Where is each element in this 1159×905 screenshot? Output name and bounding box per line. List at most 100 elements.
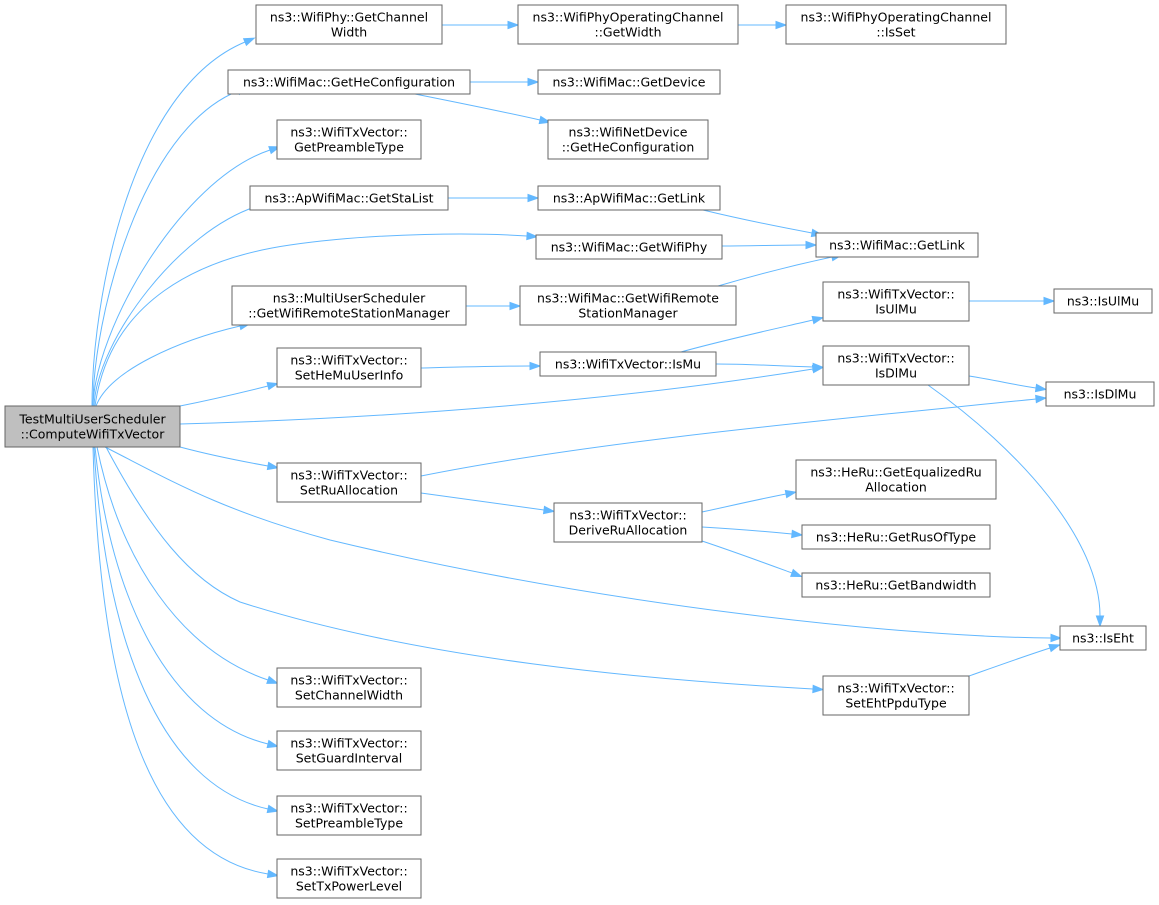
function-node[interactable]: ns3::MultiUserScheduler::GetWifiRemoteSt… (231, 285, 467, 326)
edge-arrowhead (542, 505, 556, 515)
function-node[interactable]: ns3::WifiTxVector::SetTxPowerLevel (276, 858, 422, 899)
node-box[interactable] (276, 667, 422, 708)
function-node[interactable]: ns3::WifiNetDevice::GetHeConfiguration (547, 119, 709, 160)
edge-n4-to-n6 (414, 93, 552, 125)
edge-root-to-n7 (92, 146, 281, 407)
edge-line (420, 398, 1037, 477)
node-label-line: ns3::HeRu::GetBandwidth (815, 578, 976, 593)
node-box[interactable] (1059, 625, 1147, 651)
node-box[interactable] (795, 459, 997, 500)
function-node[interactable]: ns3::WifiTxVector::SetChannelWidth (276, 667, 422, 708)
function-node[interactable]: ns3::IsEht (1059, 625, 1147, 651)
node-box[interactable] (4, 405, 181, 448)
node-box[interactable] (276, 858, 422, 899)
node-box[interactable] (227, 69, 471, 95)
node-box[interactable] (537, 69, 721, 95)
node-box[interactable] (822, 345, 970, 386)
node-box[interactable] (539, 351, 717, 377)
edge-arrowhead (242, 37, 256, 47)
node-label-line: ns3::HeRu::GetEqualizedRu (810, 465, 981, 480)
function-node[interactable]: ns3::HeRu::GetBandwidth (801, 572, 991, 598)
function-node[interactable]: ns3::WifiMac::GetWifiPhy (535, 234, 723, 260)
edge-line (92, 149, 271, 407)
node-label-line: Width (331, 25, 367, 40)
node-box[interactable] (822, 281, 970, 322)
function-node[interactable]: ns3::WifiTxVector::SetHeMuUserInfo (276, 347, 422, 388)
function-node[interactable]: ns3::WifiTxVector::IsMu (539, 351, 717, 377)
root-node[interactable]: TestMultiUserScheduler::ComputeWifiTxVec… (4, 405, 181, 448)
node-box[interactable] (535, 234, 723, 260)
function-node[interactable]: ns3::WifiMac::GetHeConfiguration (227, 69, 471, 95)
function-node[interactable]: ns3::WifiTxVector::DeriveRuAllocation (553, 502, 703, 543)
function-node[interactable]: ns3::ApWifiMac::GetLink (537, 185, 721, 211)
edge-n20-to-n19 (420, 394, 1048, 477)
node-label-line: ::ComputeWifiTxVector (21, 427, 166, 442)
function-node[interactable]: ns3::WifiMac::GetDevice (537, 69, 721, 95)
edge-n27-to-n25 (968, 644, 1061, 677)
node-label-line: SetTxPowerLevel (296, 879, 402, 894)
node-box[interactable] (249, 185, 449, 211)
node-box[interactable] (537, 185, 721, 211)
function-node[interactable]: ns3::IsDlMu (1045, 381, 1155, 407)
node-label-line: ns3::WifiTxVector:: (290, 801, 407, 816)
edge-n18-to-n25 (927, 384, 1105, 628)
node-box[interactable] (517, 4, 739, 45)
edge-arrowhead (1034, 383, 1048, 393)
function-node[interactable]: ns3::HeRu::GetRusOfType (801, 524, 991, 550)
function-node[interactable]: ns3::WifiTxVector::IsUlMu (822, 281, 970, 322)
node-label-line: ns3::WifiMac::GetHeConfiguration (243, 75, 455, 90)
node-box[interactable] (255, 4, 443, 45)
node-box[interactable] (1053, 288, 1153, 314)
function-node[interactable]: ns3::WifiMac::GetWifiRemoteStationManage… (519, 285, 737, 326)
node-box[interactable] (231, 285, 467, 326)
node-box[interactable] (801, 572, 991, 598)
edge-root-to-n28 (94, 446, 280, 749)
node-box[interactable] (276, 795, 422, 836)
node-label-line: ::GetHeConfiguration (562, 140, 695, 155)
edge-arrowhead (266, 381, 280, 391)
node-box[interactable] (276, 462, 422, 503)
edge-n22-to-n24 (701, 540, 803, 577)
node-box[interactable] (785, 4, 1007, 45)
node-label-line: ns3::ApWifiMac::GetStaList (264, 191, 433, 206)
function-node[interactable]: ns3::WifiTxVector::SetPreambleType (276, 795, 422, 836)
function-node[interactable]: ns3::WifiTxVector::SetGuardInterval (276, 730, 422, 771)
edge-line (680, 319, 814, 353)
node-label-line: SetChannelWidth (295, 688, 403, 703)
node-box[interactable] (553, 502, 703, 543)
node-box[interactable] (801, 524, 991, 550)
node-box[interactable] (276, 119, 422, 160)
function-node[interactable]: ns3::IsUlMu (1053, 288, 1153, 314)
edge-line (94, 446, 269, 745)
function-node[interactable]: ns3::WifiPhyOperatingChannel::IsSet (785, 4, 1007, 45)
edge-line (94, 233, 528, 407)
node-box[interactable] (547, 119, 709, 160)
edge-line (104, 446, 1052, 639)
function-node[interactable]: ns3::WifiMac::GetLink (815, 232, 979, 258)
edge-n13-to-n10 (717, 252, 844, 287)
node-box[interactable] (822, 675, 970, 716)
edge-arrowhead (527, 77, 540, 87)
edge-n11-to-n10 (721, 240, 818, 250)
node-box[interactable] (815, 232, 979, 258)
function-node[interactable]: ns3::WifiTxVector::GetPreambleType (276, 119, 422, 160)
function-node[interactable]: ns3::WifiTxVector::IsDlMu (822, 345, 970, 386)
function-node[interactable]: ns3::ApWifiMac::GetStaList (249, 185, 449, 211)
edges-layer (91, 20, 1105, 879)
node-label-line: ns3::WifiNetDevice (569, 125, 688, 140)
node-box[interactable] (519, 285, 737, 326)
edge-arrowhead (1035, 394, 1048, 404)
function-node[interactable]: ns3::WifiPhyOperatingChannel::GetWidth (517, 4, 739, 45)
edge-root-to-n11 (94, 231, 539, 407)
node-box[interactable] (276, 730, 422, 771)
edge-arrowhead (538, 115, 552, 125)
node-box[interactable] (1045, 381, 1155, 407)
node-box[interactable] (276, 347, 422, 388)
function-node[interactable]: ns3::WifiTxVector::SetEhtPpduType (822, 675, 970, 716)
edge-arrowhead (812, 362, 825, 372)
function-node[interactable]: ns3::WifiTxVector::SetRuAllocation (276, 462, 422, 503)
node-label-line: ns3::WifiMac::GetDevice (552, 75, 705, 90)
edge-arrowhead (266, 804, 280, 814)
